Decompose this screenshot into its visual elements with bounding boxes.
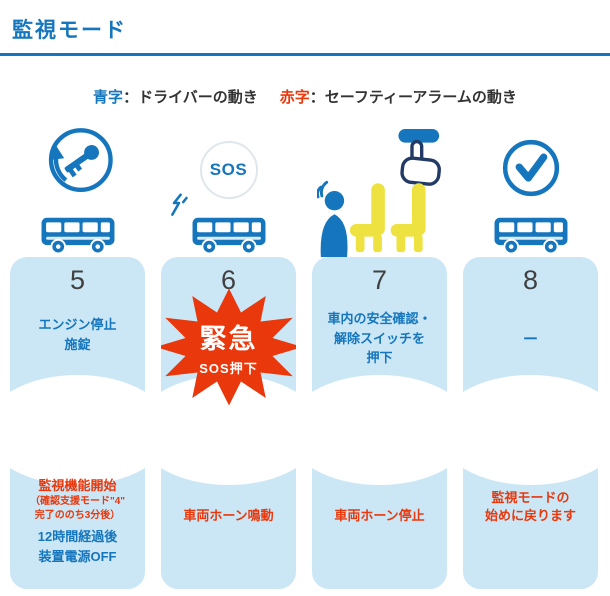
alarm-action: 監視モードの 始めに戻ります [484, 490, 576, 524]
page-title: 監視モード [12, 19, 127, 42]
step-number: 6 [220, 265, 237, 295]
alarm-action: 監視機能開始 （確認支援モード"4" 完了ののち3分後） [29, 478, 126, 521]
alarm-spark-icon [169, 193, 189, 218]
step-card-5: 5 エンジン停止 施錠 監視機能開始 （確認支援モード"4" 完了ののち3分後）… [10, 257, 145, 589]
step-card-7: 7 車内の安全確認・ 解除スイッチを 押下 車両ホーン停止 [312, 257, 447, 589]
legend-driver-label: 青字 [93, 89, 124, 106]
burst-subtitle: SOS押下 [199, 361, 258, 376]
step-column-8: 8 ー 監視モードの 始めに戻ります [463, 121, 598, 589]
bus-icon [191, 216, 267, 256]
driver-action-2: 12時間経過後 装置電源OFF [37, 529, 118, 564]
seat-switch-press-icon [315, 127, 443, 257]
card-ellipse [312, 375, 447, 485]
step-card-8: 8 ー 監視モードの 始めに戻ります [463, 257, 598, 589]
starburst-icon [161, 288, 296, 406]
step-column-5: 5 エンジン停止 施錠 監視機能開始 （確認支援モード"4" 完了ののち3分後）… [10, 121, 145, 589]
burst-title: 緊急 [199, 324, 258, 354]
step8-icon-area [463, 121, 598, 257]
emergency-burst: 緊急 SOS押下 [161, 287, 296, 407]
step5-icon-area [10, 121, 145, 257]
step6-icon-area: SOS [161, 121, 296, 257]
bus-icon [40, 216, 116, 256]
alarm-action: 車両ホーン鳴動 [183, 508, 274, 523]
check-circle-icon [502, 139, 560, 202]
bus-icon [493, 216, 569, 256]
title-divider [0, 53, 610, 56]
sos-balloon-icon: SOS [199, 141, 258, 199]
step-number: 8 [522, 265, 539, 295]
step-number: 7 [371, 265, 388, 295]
sos-label: SOS [209, 160, 248, 179]
switch-button [397, 129, 439, 143]
legend-alarm-label: 赤字 [279, 89, 310, 106]
card-ellipse [463, 375, 598, 485]
page-header: 監視モード [0, 0, 610, 56]
legend-alarm-text: ：セーフティーアラームの動き [309, 89, 517, 106]
ignition-key-icon [45, 125, 115, 200]
alarm-action: 車両ホーン停止 [334, 508, 425, 523]
step-number: 5 [69, 265, 86, 295]
steps-row: 5 エンジン停止 施錠 監視機能開始 （確認支援モード"4" 完了ののち3分後）… [0, 121, 610, 589]
step-column-7: 7 車内の安全確認・ 解除スイッチを 押下 車両ホーン停止 [312, 121, 447, 589]
card-ellipse [10, 375, 145, 485]
legend: 青字：ドライバーの動き 赤字：セーフティーアラームの動き [0, 86, 610, 107]
driver-action: ー [522, 331, 538, 348]
driver-action: エンジン停止 施錠 [38, 317, 117, 352]
driver-action: 車内の安全確認・ 解除スイッチを 押下 [327, 311, 432, 365]
burst-text: 緊急 SOS押下 [161, 287, 296, 407]
step-card-6: 6 緊急 SOS押下 車両ホーン鳴動 [161, 257, 296, 589]
step7-icon-area [312, 121, 447, 257]
legend-driver-text: ：ドライバーの動き [123, 89, 258, 106]
step-column-6: SOS [161, 121, 296, 589]
